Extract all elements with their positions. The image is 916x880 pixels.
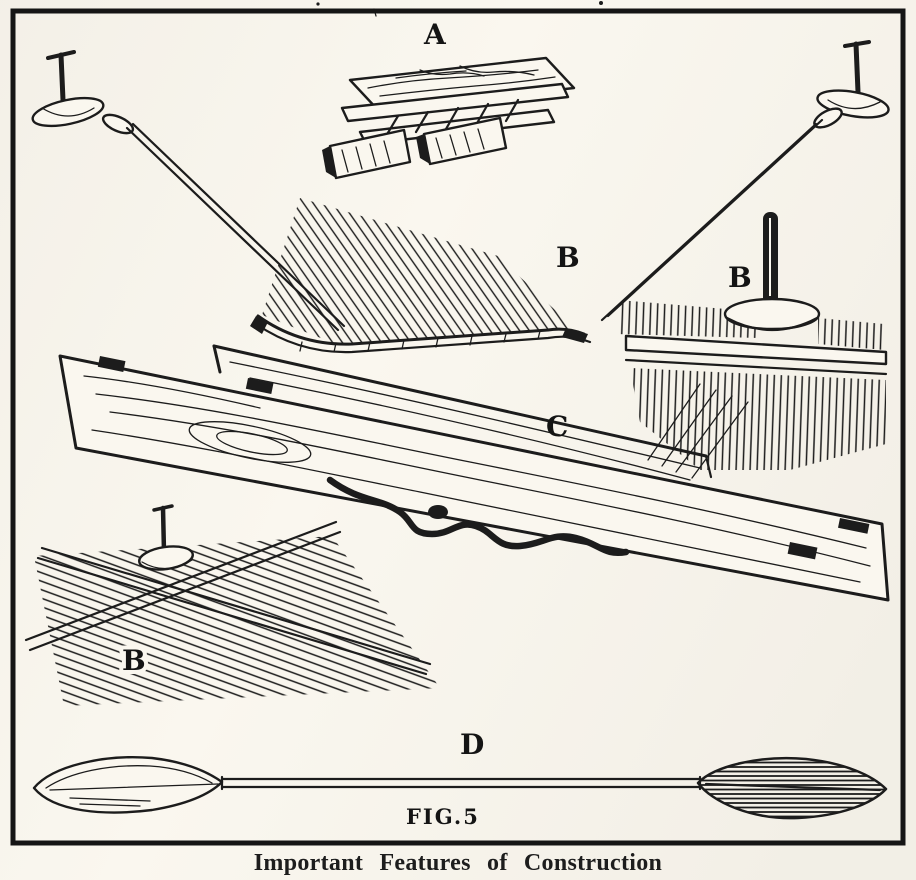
brush-hatch-below (630, 368, 886, 470)
brace-rod-right (600, 118, 824, 322)
turnbutton-right (600, 40, 890, 322)
paddle-blade-right (696, 757, 888, 820)
seat-runner-left (322, 128, 412, 180)
rear-plank-edge (212, 344, 708, 458)
bolt-detail-b (616, 212, 888, 479)
paddle-d (32, 756, 888, 820)
deck-tip-right (562, 328, 588, 343)
figure-border (10, 8, 906, 846)
fig-number: FIG.5 (406, 804, 480, 829)
label-b-batten: B (122, 644, 146, 677)
paddle-shaft (220, 775, 702, 791)
plank-board (58, 354, 890, 602)
bolt-pin (58, 52, 66, 103)
streak-hatch (34, 536, 440, 706)
rail-top (624, 334, 888, 366)
hook-link (101, 113, 135, 135)
bolt-pin (160, 505, 167, 555)
figure-caption: Important Features of Construction (253, 850, 663, 876)
figure-illustration: A B B C B D FIG.5 (10, 1, 906, 846)
label-b-bolt: B (728, 261, 752, 294)
label-c: C (546, 410, 568, 443)
seat-front-rail (340, 82, 570, 123)
plank-joint-c (58, 344, 890, 602)
label-d: D (460, 728, 484, 761)
label-b-rod: B (556, 241, 580, 274)
washer-plate (31, 96, 105, 128)
scarf-joint-line (326, 476, 630, 557)
deck-tip-left (250, 316, 268, 334)
bolt-pin (853, 41, 861, 95)
label-a: A (423, 18, 447, 51)
notch-slots (97, 356, 870, 560)
seat-top-plank (348, 56, 576, 112)
grain-knot (188, 421, 312, 463)
batten-lower (36, 546, 432, 676)
deck-panel (250, 198, 592, 354)
seat-runner-right (416, 116, 508, 166)
deck-grain (262, 198, 574, 344)
brush-hatch-right (818, 318, 884, 350)
seat-drawing-a (322, 56, 576, 180)
batten-detail-b (24, 504, 440, 706)
